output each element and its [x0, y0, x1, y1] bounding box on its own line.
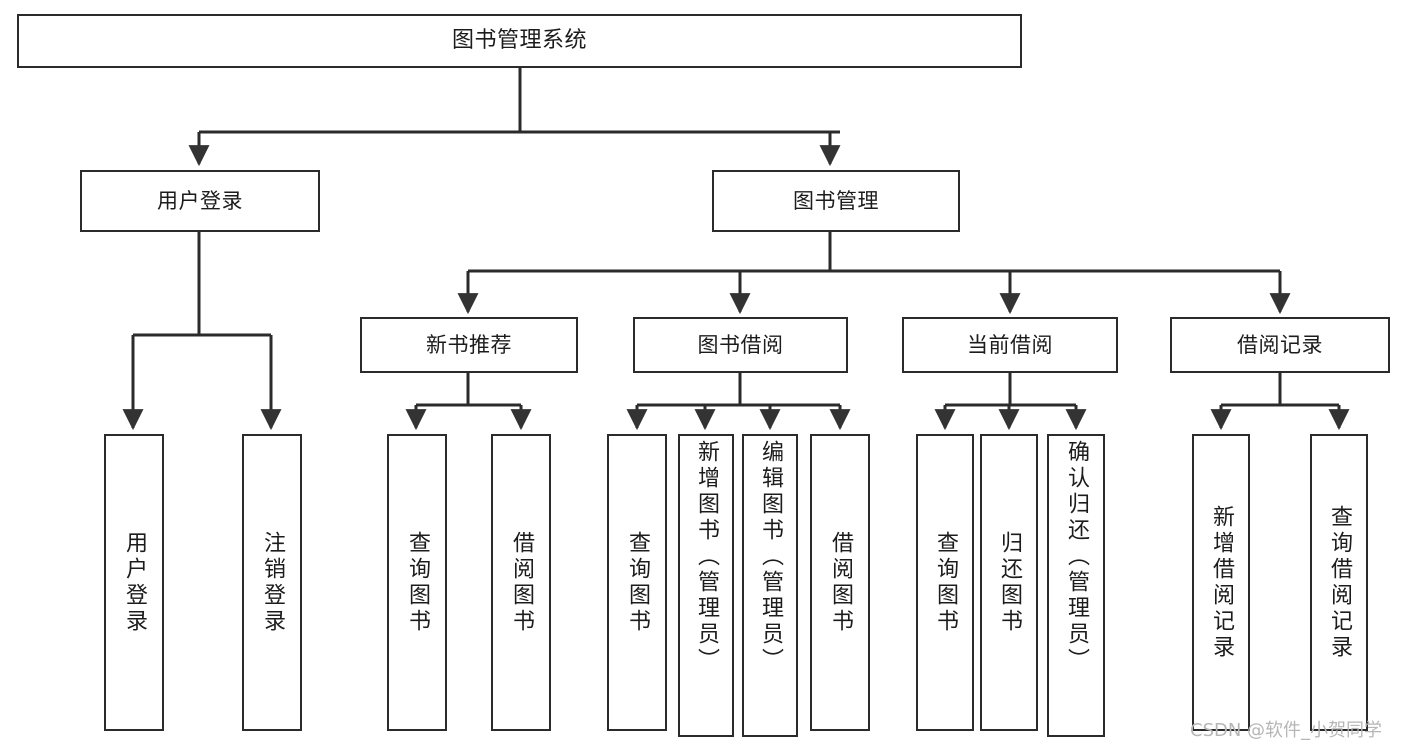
node-user-login[interactable]: 用户登录 [80, 170, 320, 232]
node-label: 图书管理 [793, 188, 879, 213]
node-label: 查询借阅记录 [1327, 504, 1352, 661]
node-label: 查询图书 [933, 530, 958, 635]
node-label: 图书借阅 [697, 332, 784, 357]
node-borrow-record[interactable]: 借阅记录 [1170, 317, 1390, 373]
node-leaf-logout-login[interactable]: 注销登录 [242, 434, 302, 731]
node-leaf-query-book-2[interactable]: 查询图书 [607, 434, 667, 731]
node-leaf-user-login[interactable]: 用户登录 [104, 434, 164, 731]
node-book-borrow[interactable]: 图书借阅 [633, 317, 848, 373]
node-label: 编辑图书（管理员） [758, 440, 783, 674]
node-label: 借阅图书 [509, 530, 534, 635]
node-label: 新书推荐 [426, 332, 512, 357]
node-label: 查询图书 [405, 530, 430, 635]
node-label: 新增图书（管理员） [694, 440, 719, 674]
node-label: 用户登录 [157, 188, 243, 213]
node-leaf-query-record[interactable]: 查询借阅记录 [1310, 434, 1368, 731]
node-label: 归还图书 [997, 530, 1022, 635]
node-leaf-edit-book[interactable]: 编辑图书（管理员） [742, 434, 798, 737]
node-label: 确认归还（管理员） [1064, 440, 1089, 674]
node-leaf-query-book-1[interactable]: 查询图书 [387, 434, 447, 731]
node-label: 借阅记录 [1237, 332, 1323, 357]
node-leaf-borrow-book-1[interactable]: 借阅图书 [491, 434, 551, 731]
node-label: 注销登录 [260, 530, 285, 635]
node-leaf-confirm-return[interactable]: 确认归还（管理员） [1047, 434, 1105, 737]
node-label: 当前借阅 [967, 332, 1053, 357]
node-root-system[interactable]: 图书管理系统 [17, 14, 1022, 68]
node-label: 查询图书 [625, 530, 650, 635]
node-label: 借阅图书 [828, 530, 853, 635]
node-leaf-borrow-book-2[interactable]: 借阅图书 [810, 434, 870, 731]
node-leaf-query-book-3[interactable]: 查询图书 [916, 434, 974, 731]
node-book-manage[interactable]: 图书管理 [712, 170, 960, 232]
node-label: 用户登录 [122, 530, 147, 635]
node-leaf-return-book[interactable]: 归还图书 [980, 434, 1038, 731]
node-new-book-recommend[interactable]: 新书推荐 [360, 317, 578, 373]
node-leaf-add-record[interactable]: 新增借阅记录 [1192, 434, 1250, 731]
node-label: 图书管理系统 [451, 28, 587, 54]
node-current-borrow[interactable]: 当前借阅 [902, 317, 1118, 373]
node-leaf-add-book[interactable]: 新增图书（管理员） [678, 434, 734, 737]
node-label: 新增借阅记录 [1209, 504, 1234, 661]
